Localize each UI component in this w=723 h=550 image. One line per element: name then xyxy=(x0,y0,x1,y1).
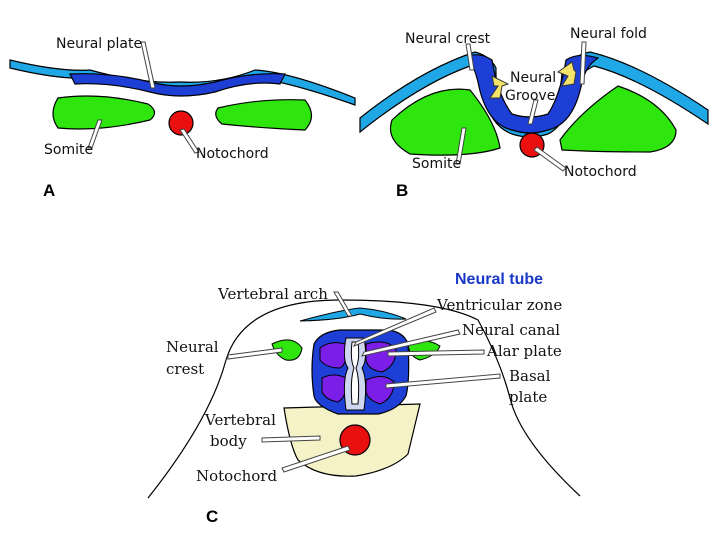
panel-c-neural-crest-left xyxy=(271,339,303,361)
panel-a-somite-left xyxy=(52,95,156,130)
panel-a-letter: A xyxy=(43,181,55,200)
panel-c-label-ventricular-zone: Ventricular zone xyxy=(436,296,562,314)
panel-b: Neural crest Neural fold Neural Groove S… xyxy=(359,26,709,200)
panel-c-vertebral-arch xyxy=(299,307,407,322)
panel-c-label-neural-canal: Neural canal xyxy=(462,321,560,339)
panel-b-label-somite: Somite xyxy=(412,156,461,172)
panel-b-notochord-leader xyxy=(533,146,567,172)
panel-b-label-neural-fold: Neural fold xyxy=(570,26,647,42)
panel-c-label-neural-crest-1: Neural xyxy=(166,338,219,356)
panel-a-somite-right xyxy=(215,99,313,131)
panel-c-notochord-leader xyxy=(281,445,351,473)
panel-b-neural-fold-leader xyxy=(579,41,587,85)
panel-b-label-neural-crest: Neural crest xyxy=(405,31,491,47)
panel-b-label-notochord: Notochord xyxy=(564,164,637,180)
panel-c-label-alar-plate: Alar plate xyxy=(486,342,562,360)
panel-c-label-neural-crest-2: crest xyxy=(166,360,204,378)
panel-c-letter: C xyxy=(206,507,218,526)
panel-b-arrow-right xyxy=(556,61,577,87)
panel-c-neural-tube-title: Neural tube xyxy=(455,271,543,288)
panel-b-arrow-left xyxy=(489,75,510,99)
panel-c-neural-canal xyxy=(350,341,360,405)
panel-b-letter: B xyxy=(396,181,408,200)
panel-c-neural-crest-leader xyxy=(227,347,283,360)
panel-b-label-neural-groove-1: Neural xyxy=(510,70,556,86)
panel-a-label-notochord: Notochord xyxy=(196,146,269,162)
panel-a-neural-plate-leader xyxy=(140,41,156,89)
panel-c-label-vertebral-body-1: Vertebral xyxy=(204,411,276,429)
panel-c-vertebral-arch-leader xyxy=(333,291,353,317)
panel-c-alar-plate-left xyxy=(319,342,347,369)
panel-c-label-vertebral-body-2: body xyxy=(210,432,247,450)
panel-c-basal-plate-right xyxy=(365,376,395,405)
panel-c-label-notochord: Notochord xyxy=(196,467,277,485)
panel-c-vertebral-body-leader xyxy=(261,435,321,443)
panel-c-body-outline xyxy=(147,299,581,499)
panel-b-somite-left xyxy=(389,88,501,156)
panel-a-somite-leader xyxy=(87,119,103,149)
panel-c-alar-plate-leader xyxy=(387,349,485,357)
panel-a-notochord xyxy=(168,110,194,136)
panel-b-label-neural-groove-2: Groove xyxy=(505,88,555,104)
panel-c-basal-plate-leader xyxy=(385,373,501,389)
panel-a: Neural plate Somite Notochord A xyxy=(9,36,356,200)
panel-a-label-somite: Somite xyxy=(44,142,93,158)
panel-c-ventricular-zone-leader xyxy=(352,307,437,347)
panel-c-label-basal-plate-1: Basal xyxy=(509,367,551,385)
panel-b-neural-crest-leader xyxy=(465,43,475,71)
panel-c-label-basal-plate-2: plate xyxy=(509,388,547,406)
panel-c: Neural tube Vertebral arch Ventricular z… xyxy=(147,271,581,526)
panel-a-notochord-leader xyxy=(179,128,200,154)
panel-b-somite-leader xyxy=(455,127,467,165)
panel-a-label-neural-plate: Neural plate xyxy=(56,36,142,52)
panel-b-somite-right xyxy=(559,85,677,153)
panel-c-neural-canal-leader xyxy=(361,329,461,357)
panel-c-label-vertebral-arch: Vertebral arch xyxy=(217,285,328,303)
panel-b-neural-groove-leader xyxy=(527,99,539,125)
